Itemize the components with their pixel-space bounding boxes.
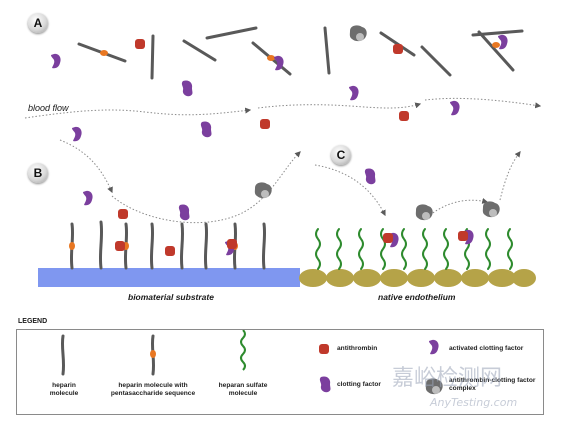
- legend-antithrombin: antithrombin: [337, 345, 378, 352]
- legend-heparin-molecule: heparin molecule: [49, 382, 79, 397]
- legend-heparan-sulfate: heparan sulfate molecule: [218, 382, 268, 397]
- legend-title: LEGEND: [18, 318, 48, 325]
- watermark-main: 嘉峪检测网: [392, 366, 503, 391]
- watermark-url: AnyTesting.com: [430, 396, 518, 409]
- legend-activated-clotting-factor: activated clotting factor: [449, 345, 524, 352]
- panel-marker-a: A: [28, 13, 48, 33]
- surface-heparan-sulfate: [315, 228, 513, 270]
- blood-flow-label: blood flow: [28, 103, 69, 113]
- panel-marker-c: C: [331, 145, 351, 165]
- legend-clotting-factor: clotting factor: [337, 381, 381, 388]
- legend-box: heparin molecule heparin molecule with p…: [16, 329, 544, 415]
- diagram-scene: [24, 25, 542, 287]
- legend-swatches: [60, 330, 443, 395]
- biomaterial-substrate-bar: [38, 268, 300, 287]
- panel-a-molecules: [51, 25, 524, 142]
- native-endothelium-label: native endothelium: [378, 292, 456, 302]
- biomaterial-substrate-label: biomaterial substrate: [128, 292, 214, 302]
- legend-complex: antithrombin-clotting factor complex: [449, 377, 536, 392]
- panel-marker-b: B: [28, 163, 48, 183]
- native-endothelium-cells: [299, 269, 536, 287]
- legend-heparin-pentasaccharide: heparin molecule with pentasaccharide se…: [110, 382, 196, 397]
- blood-flow-arrows: [24, 97, 542, 224]
